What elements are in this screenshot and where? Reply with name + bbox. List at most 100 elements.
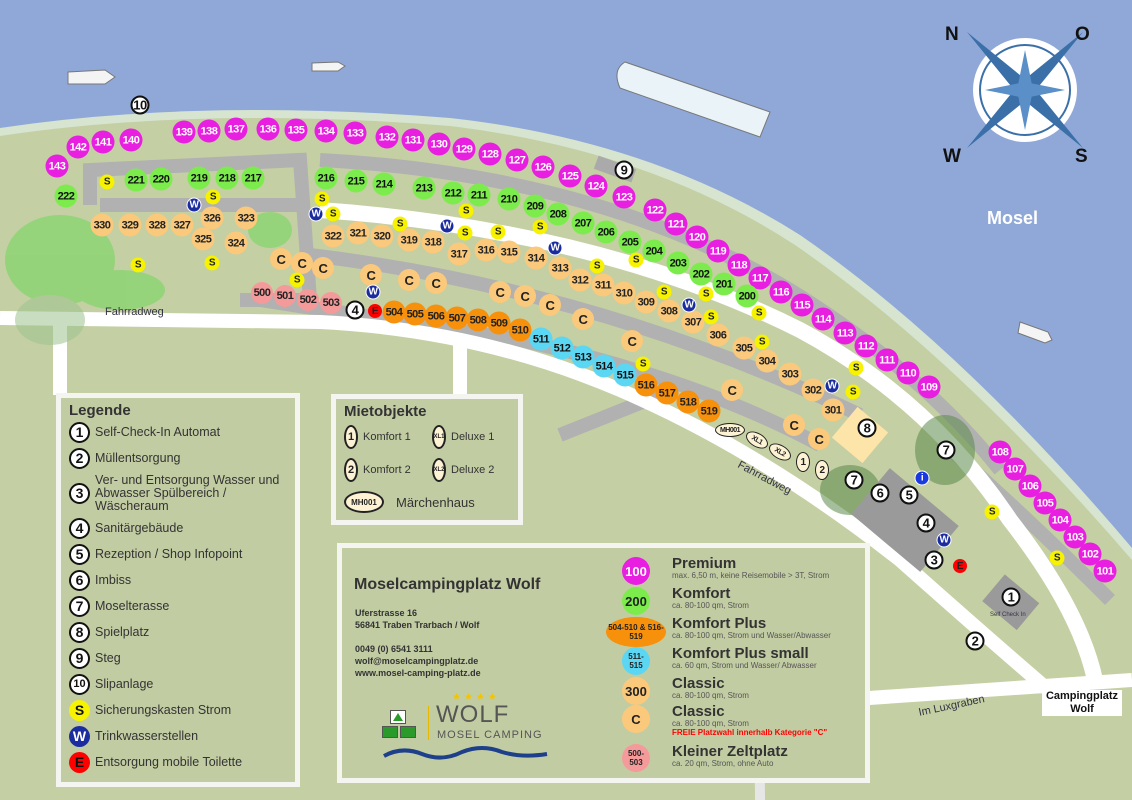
facility-2[interactable]: 2	[965, 631, 985, 651]
email-link[interactable]: wolf@moselcampingplatz.de	[355, 656, 479, 666]
pitch-501[interactable]: 501	[274, 285, 296, 307]
pitch-134[interactable]: 134	[314, 119, 338, 143]
pitch-209[interactable]: 209	[523, 194, 547, 218]
pitch-213[interactable]: 213	[412, 176, 436, 200]
pitch-329[interactable]: 329	[118, 213, 142, 237]
pitch-classic-c[interactable]: C	[621, 330, 643, 352]
pitch-143[interactable]: 143	[45, 154, 69, 178]
facility-3[interactable]: 3	[924, 550, 944, 570]
pitch-141[interactable]: 141	[91, 130, 115, 154]
pitch-325[interactable]: 325	[191, 227, 215, 251]
pitch-210[interactable]: 210	[497, 187, 521, 211]
pitch-111[interactable]: 111	[875, 348, 899, 372]
pitch-512[interactable]: 512	[550, 336, 574, 360]
facility-4[interactable]: 4	[916, 513, 936, 533]
pitch-115[interactable]: 115	[790, 293, 814, 317]
pitch-506[interactable]: 506	[424, 304, 448, 328]
pitch-212[interactable]: 212	[441, 181, 465, 205]
pitch-137[interactable]: 137	[224, 117, 248, 141]
pitch-102[interactable]: 102	[1078, 542, 1102, 566]
pitch-110[interactable]: 110	[896, 361, 920, 385]
pitch-139[interactable]: 139	[172, 120, 196, 144]
facility-9[interactable]: 9	[614, 160, 634, 180]
pitch-112[interactable]: 112	[854, 334, 878, 358]
pitch-119[interactable]: 119	[706, 239, 730, 263]
pitch-217[interactable]: 217	[241, 166, 265, 190]
pitch-221[interactable]: 221	[124, 168, 148, 192]
facility-10[interactable]: 10	[130, 95, 150, 115]
pitch-205[interactable]: 205	[618, 230, 642, 254]
pitch-503[interactable]: 503	[320, 292, 342, 314]
pitch-321[interactable]: 321	[346, 221, 370, 245]
pitch-304[interactable]: 304	[755, 349, 779, 373]
pitch-514[interactable]: 514	[592, 354, 616, 378]
rental-mh001[interactable]: MH001	[715, 423, 745, 437]
pitch-113[interactable]: 113	[833, 321, 857, 345]
pitch-131[interactable]: 131	[401, 128, 425, 152]
pitch-117[interactable]: 117	[748, 266, 772, 290]
pitch-203[interactable]: 203	[666, 251, 690, 275]
pitch-320[interactable]: 320	[370, 224, 394, 248]
facility-8[interactable]: 8	[857, 418, 877, 438]
pitch-513[interactable]: 513	[571, 345, 595, 369]
pitch-116[interactable]: 116	[769, 280, 793, 304]
pitch-classic-c[interactable]: C	[808, 428, 830, 450]
pitch-511[interactable]: 511	[529, 327, 553, 351]
pitch-502[interactable]: 502	[297, 289, 319, 311]
pitch-136[interactable]: 136	[256, 117, 280, 141]
facility-5[interactable]: 5	[899, 485, 919, 505]
pitch-323[interactable]: 323	[234, 206, 258, 230]
pitch-215[interactable]: 215	[344, 169, 368, 193]
pitch-314[interactable]: 314	[524, 246, 548, 270]
pitch-classic-c[interactable]: C	[312, 257, 334, 279]
pitch-303[interactable]: 303	[778, 362, 802, 386]
pitch-classic-c[interactable]: C	[360, 264, 382, 286]
pitch-classic-c[interactable]: C	[398, 269, 420, 291]
pitch-312[interactable]: 312	[568, 268, 592, 292]
pitch-105[interactable]: 105	[1033, 491, 1057, 515]
pitch-302[interactable]: 302	[801, 378, 825, 402]
pitch-124[interactable]: 124	[584, 174, 608, 198]
pitch-518[interactable]: 518	[676, 390, 700, 414]
pitch-127[interactable]: 127	[505, 148, 529, 172]
pitch-140[interactable]: 140	[119, 128, 143, 152]
pitch-123[interactable]: 123	[612, 185, 636, 209]
pitch-128[interactable]: 128	[478, 142, 502, 166]
pitch-500[interactable]: 500	[251, 282, 273, 304]
pitch-109[interactable]: 109	[917, 375, 941, 399]
pitch-101[interactable]: 101	[1093, 559, 1117, 583]
pitch-121[interactable]: 121	[664, 212, 688, 236]
pitch-130[interactable]: 130	[427, 132, 451, 156]
pitch-135[interactable]: 135	[284, 118, 308, 142]
pitch-108[interactable]: 108	[988, 440, 1012, 464]
facility-7[interactable]: 7	[844, 470, 864, 490]
pitch-505[interactable]: 505	[403, 302, 427, 326]
website-link[interactable]: www.mosel-camping-platz.de	[355, 668, 481, 678]
pitch-114[interactable]: 114	[811, 307, 835, 331]
facility-7[interactable]: 7	[936, 440, 956, 460]
rental-2[interactable]: 2	[815, 460, 829, 480]
rental-1[interactable]: 1	[796, 452, 810, 472]
pitch-219[interactable]: 219	[187, 166, 211, 190]
pitch-200[interactable]: 200	[735, 284, 759, 308]
pitch-319[interactable]: 319	[397, 228, 421, 252]
pitch-216[interactable]: 216	[314, 166, 338, 190]
pitch-311[interactable]: 311	[591, 273, 615, 297]
pitch-327[interactable]: 327	[170, 213, 194, 237]
pitch-118[interactable]: 118	[727, 253, 751, 277]
pitch-504[interactable]: 504	[382, 300, 406, 324]
pitch-330[interactable]: 330	[90, 213, 114, 237]
pitch-220[interactable]: 220	[149, 167, 173, 191]
pitch-142[interactable]: 142	[66, 135, 90, 159]
facility-4[interactable]: 4	[345, 300, 365, 320]
pitch-310[interactable]: 310	[612, 281, 636, 305]
pitch-510[interactable]: 510	[508, 318, 532, 342]
pitch-104[interactable]: 104	[1048, 508, 1072, 532]
pitch-129[interactable]: 129	[452, 137, 476, 161]
pitch-107[interactable]: 107	[1003, 457, 1027, 481]
pitch-133[interactable]: 133	[343, 121, 367, 145]
pitch-218[interactable]: 218	[215, 166, 239, 190]
pitch-classic-c[interactable]: C	[489, 281, 511, 303]
pitch-328[interactable]: 328	[145, 213, 169, 237]
pitch-138[interactable]: 138	[197, 119, 221, 143]
